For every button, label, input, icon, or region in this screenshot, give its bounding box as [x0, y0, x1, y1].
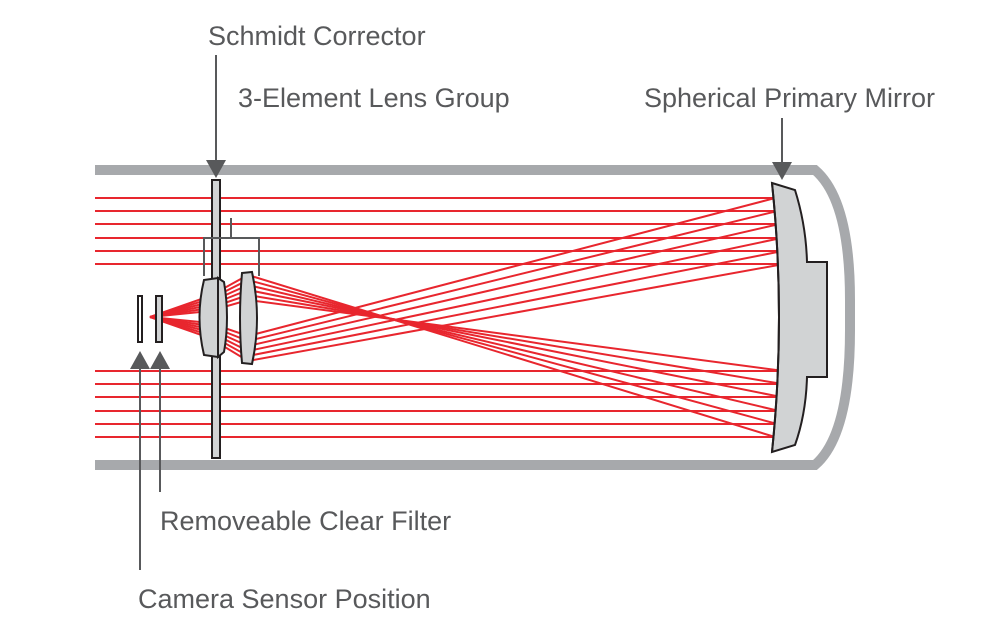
- mirror-reflective-surface: [771, 182, 780, 453]
- spherical-primary-mirror: [770, 181, 828, 454]
- tube-top-wall: [95, 165, 855, 320]
- camera-sensor: [137, 295, 143, 343]
- camera-sensor-label: Camera Sensor Position: [138, 584, 431, 614]
- clear-filter-label: Removeable Clear Filter: [160, 506, 451, 536]
- lens-group: [198, 270, 258, 366]
- removeable-clear-filter: [155, 295, 163, 343]
- light-ray: [95, 197, 776, 338]
- mirror-body: [770, 181, 828, 454]
- leader-lines: [139, 55, 783, 570]
- tube-bottom-wall: [95, 320, 855, 470]
- mirror-arrowhead: [772, 162, 792, 180]
- schmidt-corrector-label: Schmidt Corrector: [208, 21, 426, 51]
- schmidt-arrowhead: [206, 160, 226, 178]
- light-ray: [95, 278, 778, 425]
- light-ray: [95, 283, 780, 412]
- lens-element-2: [217, 276, 228, 360]
- sensor-arrowhead: [130, 351, 150, 369]
- lens-group-label: 3-Element Lens Group: [238, 83, 510, 113]
- optical-tube: [95, 165, 855, 470]
- lens-group-bracket: [203, 218, 260, 276]
- filter-arrowhead: [150, 351, 170, 369]
- primary-mirror-label: Spherical Primary Mirror: [644, 83, 935, 113]
- lens-element-3: [239, 270, 258, 366]
- leader-arrowheads: [130, 160, 792, 369]
- lens-element-1: [198, 276, 219, 359]
- light-rays: [95, 197, 785, 438]
